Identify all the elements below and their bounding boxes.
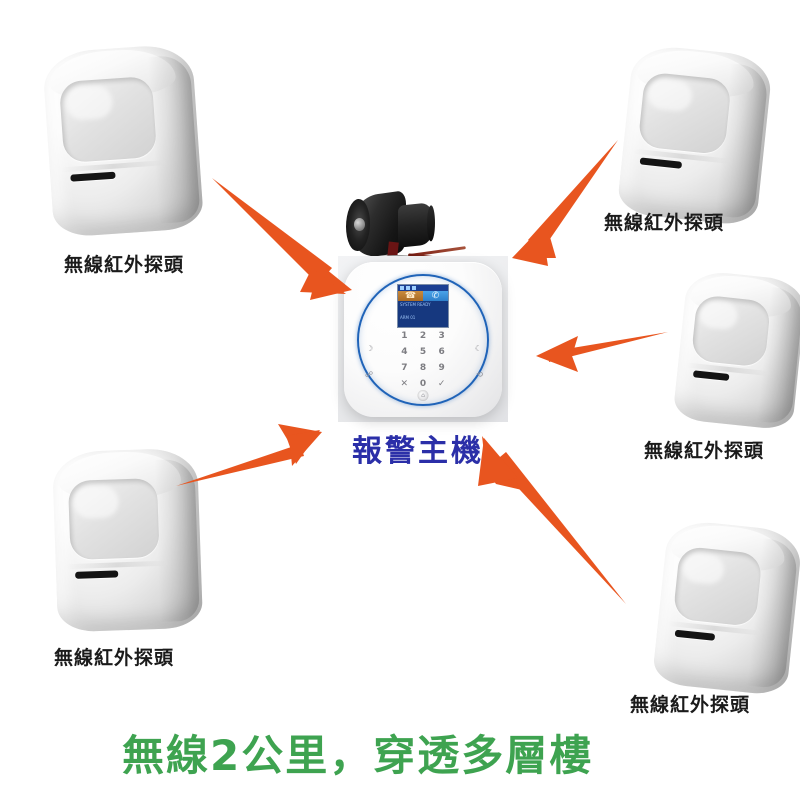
key-5[interactable]: 5 — [419, 347, 427, 357]
arm-away-icon[interactable]: ☽ — [366, 344, 374, 353]
sensor-bottom-left-label: 無線紅外探頭 — [54, 647, 175, 669]
sensor-top-left-label: 無線紅外探頭 — [64, 254, 185, 276]
hub-led-ring — [357, 273, 489, 406]
arrow-from-top-right — [512, 140, 618, 266]
arrow-from-bottom-left — [176, 424, 322, 486]
lcd-tile-phone-icon: ☎ — [398, 291, 423, 302]
sensor-lens-icon — [672, 546, 763, 627]
key-3[interactable]: 3 — [438, 331, 445, 341]
sensor-bottom-left — [51, 447, 204, 633]
key-8[interactable]: 8 — [419, 363, 427, 373]
sensor-lens-icon — [637, 71, 732, 156]
key-cancel[interactable]: ✕ — [400, 379, 409, 389]
lcd-tiles: ☎ ✆ — [398, 291, 448, 302]
arrow-from-bottom-right — [478, 436, 626, 604]
key-confirm[interactable]: ✓ — [437, 379, 446, 389]
sensor-top-right — [616, 43, 774, 227]
arrow-from-middle-right — [536, 332, 668, 372]
sos-icon[interactable]: ⟲ — [476, 370, 483, 379]
arm-stay-icon[interactable]: ☾ — [474, 344, 482, 353]
sensor-lens-icon — [67, 477, 160, 560]
sensor-bottom-right-label: 無線紅外探頭 — [630, 694, 751, 716]
siren-barrel — [398, 202, 432, 248]
signal-icon — [400, 286, 404, 291]
lcd-status-line1: SYSTEM READY — [398, 301, 448, 315]
sensor-lens-icon — [690, 294, 772, 368]
lcd-status-line2: ARM 01 — [398, 314, 448, 328]
lcd-statusbar — [398, 285, 448, 292]
disarm-icon[interactable]: ☍ — [365, 370, 374, 379]
hub-keypad[interactable]: 1 2 3 4 5 6 7 8 9 ✕ 0 ✓ — [395, 332, 451, 389]
key-7[interactable]: 7 — [401, 363, 408, 373]
battery-icon — [406, 286, 410, 291]
lcd-tile-call-icon: ✆ — [423, 291, 448, 302]
hub-label: 報警主機 — [352, 434, 484, 469]
arrow-from-top-left — [212, 178, 352, 300]
siren-driver — [354, 218, 365, 231]
network-icon — [412, 286, 416, 291]
sensor-lens-icon — [58, 75, 158, 164]
key-6[interactable]: 6 — [438, 347, 445, 357]
hub-home-button[interactable]: ⌂ — [417, 390, 429, 401]
key-4[interactable]: 4 — [401, 347, 408, 357]
sensor-middle-right — [672, 269, 800, 431]
alarm-hub-panel[interactable]: ☎ ✆ SYSTEM READY ARM 01 1 2 3 4 5 6 7 8 … — [344, 262, 502, 417]
sensor-top-right-label: 無線紅外探頭 — [604, 212, 725, 234]
key-2[interactable]: 2 — [419, 331, 427, 341]
key-1[interactable]: 1 — [401, 331, 408, 341]
sensor-shading — [153, 458, 200, 622]
hub-lcd-screen: ☎ ✆ SYSTEM READY ARM 01 — [397, 284, 449, 328]
sensor-middle-right-label: 無線紅外探頭 — [644, 440, 765, 462]
key-0[interactable]: 0 — [419, 379, 427, 389]
bottom-headline: 無線2公里，穿透多層樓 — [122, 731, 594, 780]
sensor-top-left — [41, 42, 205, 239]
key-9[interactable]: 9 — [438, 363, 445, 373]
sensor-bottom-right — [651, 518, 800, 697]
